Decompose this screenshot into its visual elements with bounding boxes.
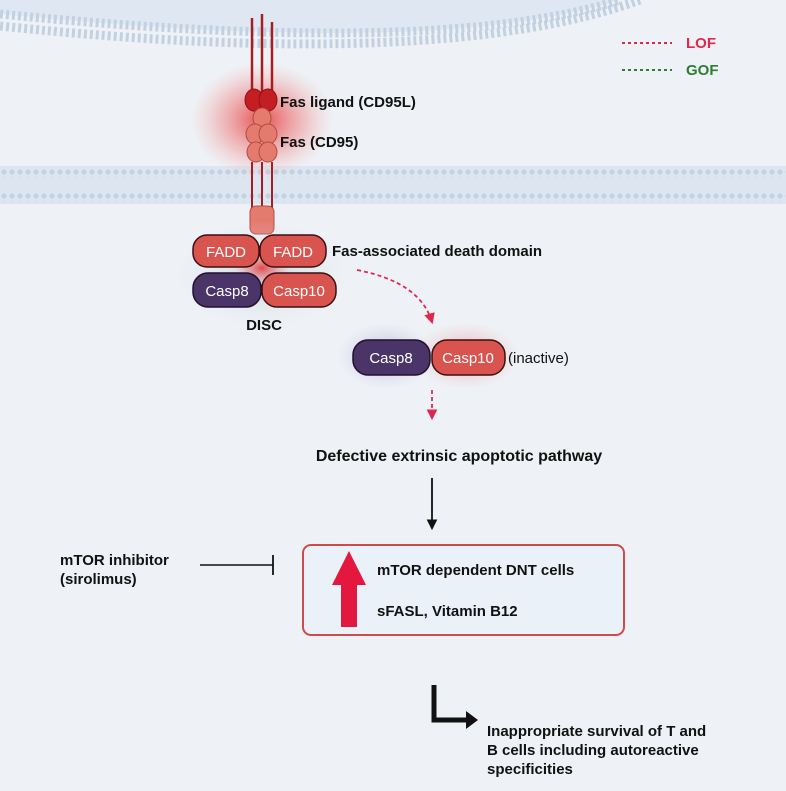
casp10-inactive-pill (431, 339, 506, 376)
legend: LOF GOF (622, 35, 719, 79)
fas-receptor (190, 14, 334, 235)
casp10-disc-label: Casp10 (273, 283, 325, 300)
mtor-box (302, 544, 625, 636)
up-arrow-icon (332, 551, 366, 627)
mtor-inhibitor-label: mTOR inhibitor (60, 552, 169, 569)
casp8-disc-pill (192, 272, 262, 308)
outcome-line-2: B cells including autoreactive (487, 742, 699, 759)
gof-legend-label: GOF (686, 62, 719, 79)
fadd-right-pill (259, 234, 327, 268)
fadd-right-label: FADD (273, 244, 313, 261)
mtor-dnt-label: mTOR dependent DNT cells (377, 562, 574, 579)
outcome-line-1: Inappropriate survival of T and (487, 723, 706, 740)
sfasl-b12-label: sFASL, Vitamin B12 (377, 603, 518, 620)
sirolimus-label: (sirolimus) (60, 571, 137, 588)
inactive-state-label: (inactive) (508, 350, 569, 367)
casp10-disc-pill (261, 272, 337, 308)
defective-pathway-label: Defective extrinsic apoptotic pathway (316, 448, 602, 465)
lof-legend-label: LOF (686, 35, 716, 52)
casp8-inactive-label: Casp8 (369, 350, 412, 367)
fadd-left-label: FADD (206, 244, 246, 261)
fadd-left-pill (192, 234, 260, 268)
fadd-caption: Fas-associated death domain (332, 243, 542, 260)
casp8-inactive-pill (352, 339, 431, 376)
bent-arrow-icon (431, 685, 478, 729)
disc-label: DISC (246, 317, 282, 334)
inactive-caspases (336, 322, 520, 390)
plasma-membrane (0, 166, 786, 204)
inhibition-bar-icon (200, 555, 274, 575)
casp8-disc-label: Casp8 (205, 283, 248, 300)
outcome-line-3: specificities (487, 761, 573, 778)
casp10-inactive-label: Casp10 (442, 350, 494, 367)
cell-interior (0, 204, 786, 786)
top-curved-membrane (0, 0, 642, 49)
fas-ligand-label: Fas ligand (CD95L) (280, 94, 416, 111)
disc-complex (174, 220, 350, 330)
fas-receptor-label: Fas (CD95) (280, 134, 358, 151)
lof-arrow-disc-to-inactive (356, 269, 435, 325)
